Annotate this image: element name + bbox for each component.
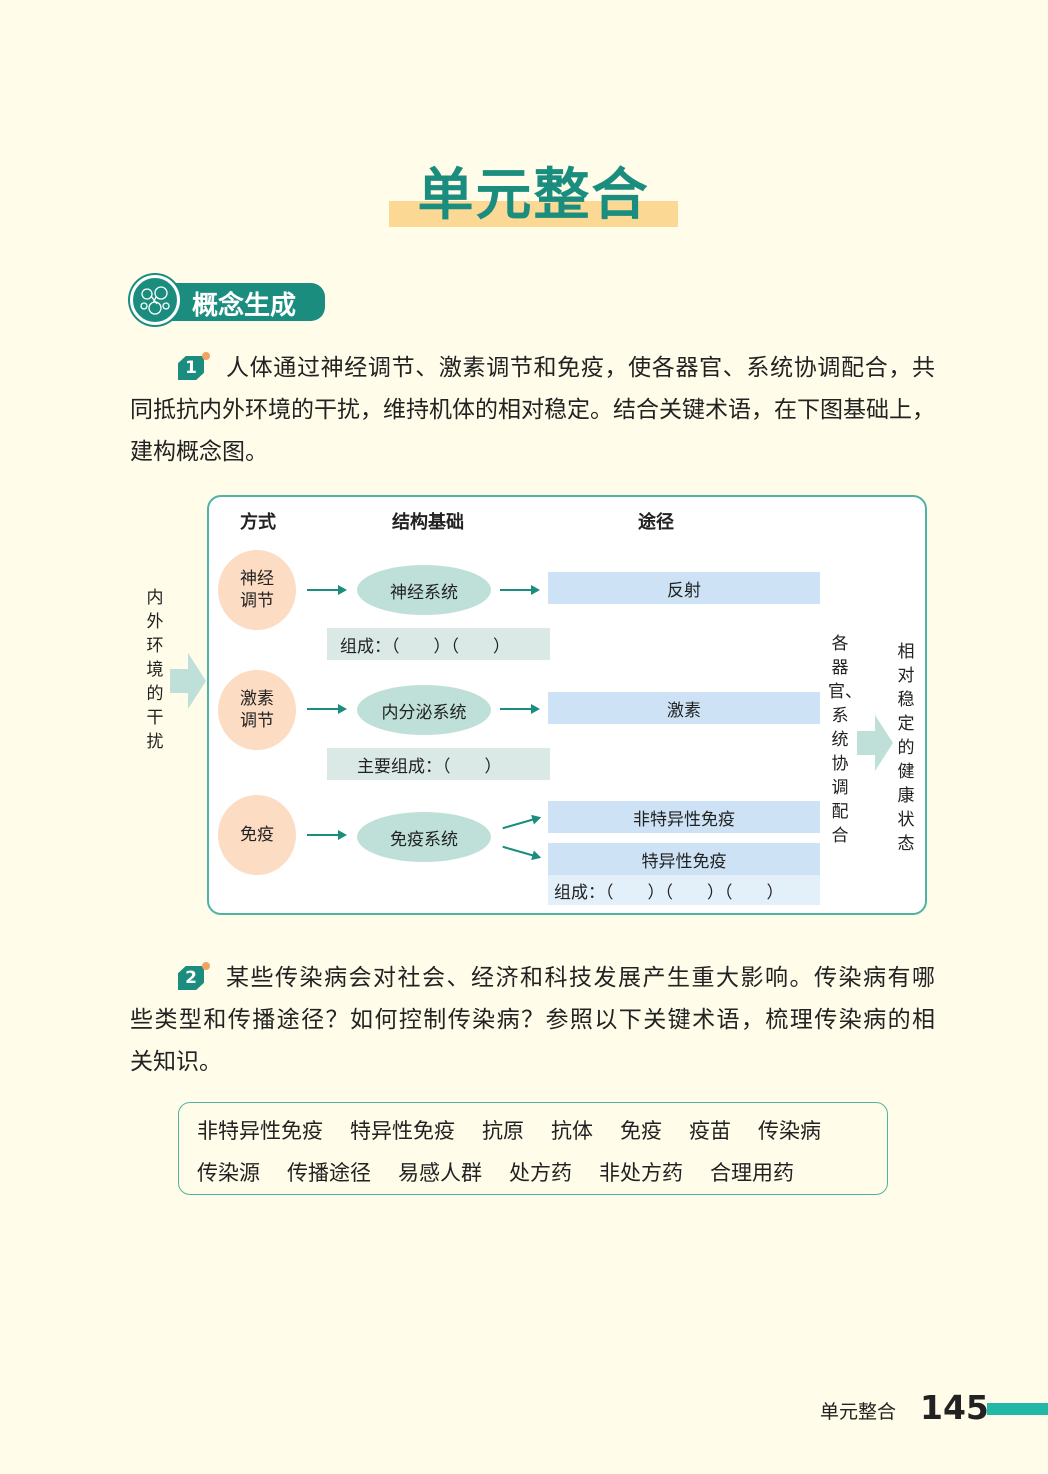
molecule-icon bbox=[130, 275, 180, 325]
arrow-icon bbox=[307, 830, 347, 840]
text-line: 同抵抗内外环境的干扰，维持机体的相对稳定。结合关键术语，在下图基础上， bbox=[130, 397, 935, 423]
pathway-node: 非特异性免疫 bbox=[548, 801, 820, 833]
arrow-icon bbox=[500, 704, 540, 714]
keyword: 传染源 bbox=[197, 1161, 260, 1185]
arrow-right-icon bbox=[170, 653, 206, 709]
keyword: 易感人群 bbox=[398, 1161, 482, 1185]
question-number: 1 bbox=[178, 356, 204, 380]
arrow-right-icon bbox=[857, 715, 893, 771]
mode-node: 神经调节 bbox=[218, 550, 296, 630]
mode-node: 激素调节 bbox=[218, 670, 296, 750]
arrow-icon bbox=[500, 585, 540, 595]
mode-node: 免疫 bbox=[218, 795, 296, 875]
keyword: 传染病 bbox=[758, 1119, 821, 1143]
text-line: 些类型和传播途径？如何控制传染病？参照以下关键术语，梳理传染病的相 bbox=[130, 1007, 935, 1033]
header-mode: 方式 bbox=[240, 512, 276, 533]
footer-label: 单元整合 bbox=[820, 1401, 897, 1423]
composition-blank[interactable]: 主要组成：（ ） bbox=[327, 748, 550, 780]
keyword: 处方药 bbox=[509, 1161, 572, 1185]
left-label: 内外环境的干扰 bbox=[146, 588, 164, 752]
result-label: 相对稳定的健康状态 bbox=[897, 642, 915, 854]
page-number: 145 bbox=[920, 1388, 989, 1427]
keyword-row: 非特异性免疫 特异性免疫 抗原 抗体 免疫 疫苗 传染病 bbox=[197, 1115, 848, 1145]
header-pathway: 途径 bbox=[638, 512, 674, 533]
pathway-node: 特异性免疫 bbox=[548, 843, 820, 875]
composition-blank[interactable]: 组成：（ ）（ ） bbox=[327, 628, 550, 660]
section-badge: 概念生成 bbox=[130, 273, 326, 325]
arrow-icon bbox=[307, 585, 347, 595]
coordination-label: 各器官、系统协调配合 bbox=[828, 634, 862, 846]
arrow-icon bbox=[307, 704, 347, 714]
section-label: 概念生成 bbox=[192, 291, 297, 321]
text-line: 人体通过神经调节、激素调节和免疫，使各器官、系统协调配合，共 bbox=[226, 355, 935, 381]
text-line: 建构概念图。 bbox=[130, 439, 268, 465]
keyword: 非处方药 bbox=[599, 1161, 683, 1185]
keyword: 传播途径 bbox=[287, 1161, 371, 1185]
keyword: 抗体 bbox=[551, 1119, 593, 1143]
keyword: 免疫 bbox=[620, 1119, 662, 1143]
question-1: 1 人体通过神经调节、激素调节和免疫，使各器官、系统协调配合，共 同抵抗内外环境… bbox=[130, 347, 935, 473]
keyword-box: 非特异性免疫 特异性免疫 抗原 抗体 免疫 疫苗 传染病 传染源 传播途径 易感… bbox=[178, 1102, 888, 1195]
pathway-node: 反射 bbox=[548, 572, 820, 604]
structure-node: 免疫系统 bbox=[357, 812, 491, 862]
pathway-node: 激素 bbox=[548, 692, 820, 724]
question-number: 2 bbox=[178, 966, 204, 990]
text-line: 某些传染病会对社会、经济和科技发展产生重大影响。传染病有哪 bbox=[226, 965, 935, 991]
keyword: 抗原 bbox=[482, 1119, 524, 1143]
title-highlight bbox=[389, 201, 678, 227]
question-2: 2 某些传染病会对社会、经济和科技发展产生重大影响。传染病有哪 些类型和传播途径… bbox=[130, 957, 935, 1083]
keyword: 合理用药 bbox=[710, 1161, 794, 1185]
composition-blank[interactable]: 组成：（ ）（ ）（ ） bbox=[548, 875, 820, 905]
header-structure: 结构基础 bbox=[392, 512, 464, 533]
page-title: 单元整合 bbox=[417, 162, 650, 228]
keyword: 特异性免疫 bbox=[350, 1119, 455, 1143]
footer-bar bbox=[987, 1403, 1048, 1415]
text-line: 关知识。 bbox=[130, 1049, 222, 1075]
structure-node: 内分泌系统 bbox=[357, 685, 491, 735]
structure-node: 神经系统 bbox=[357, 565, 491, 615]
keyword: 非特异性免疫 bbox=[197, 1119, 323, 1143]
keyword-row: 传染源 传播途径 易感人群 处方药 非处方药 合理用药 bbox=[197, 1157, 821, 1187]
keyword: 疫苗 bbox=[689, 1119, 731, 1143]
